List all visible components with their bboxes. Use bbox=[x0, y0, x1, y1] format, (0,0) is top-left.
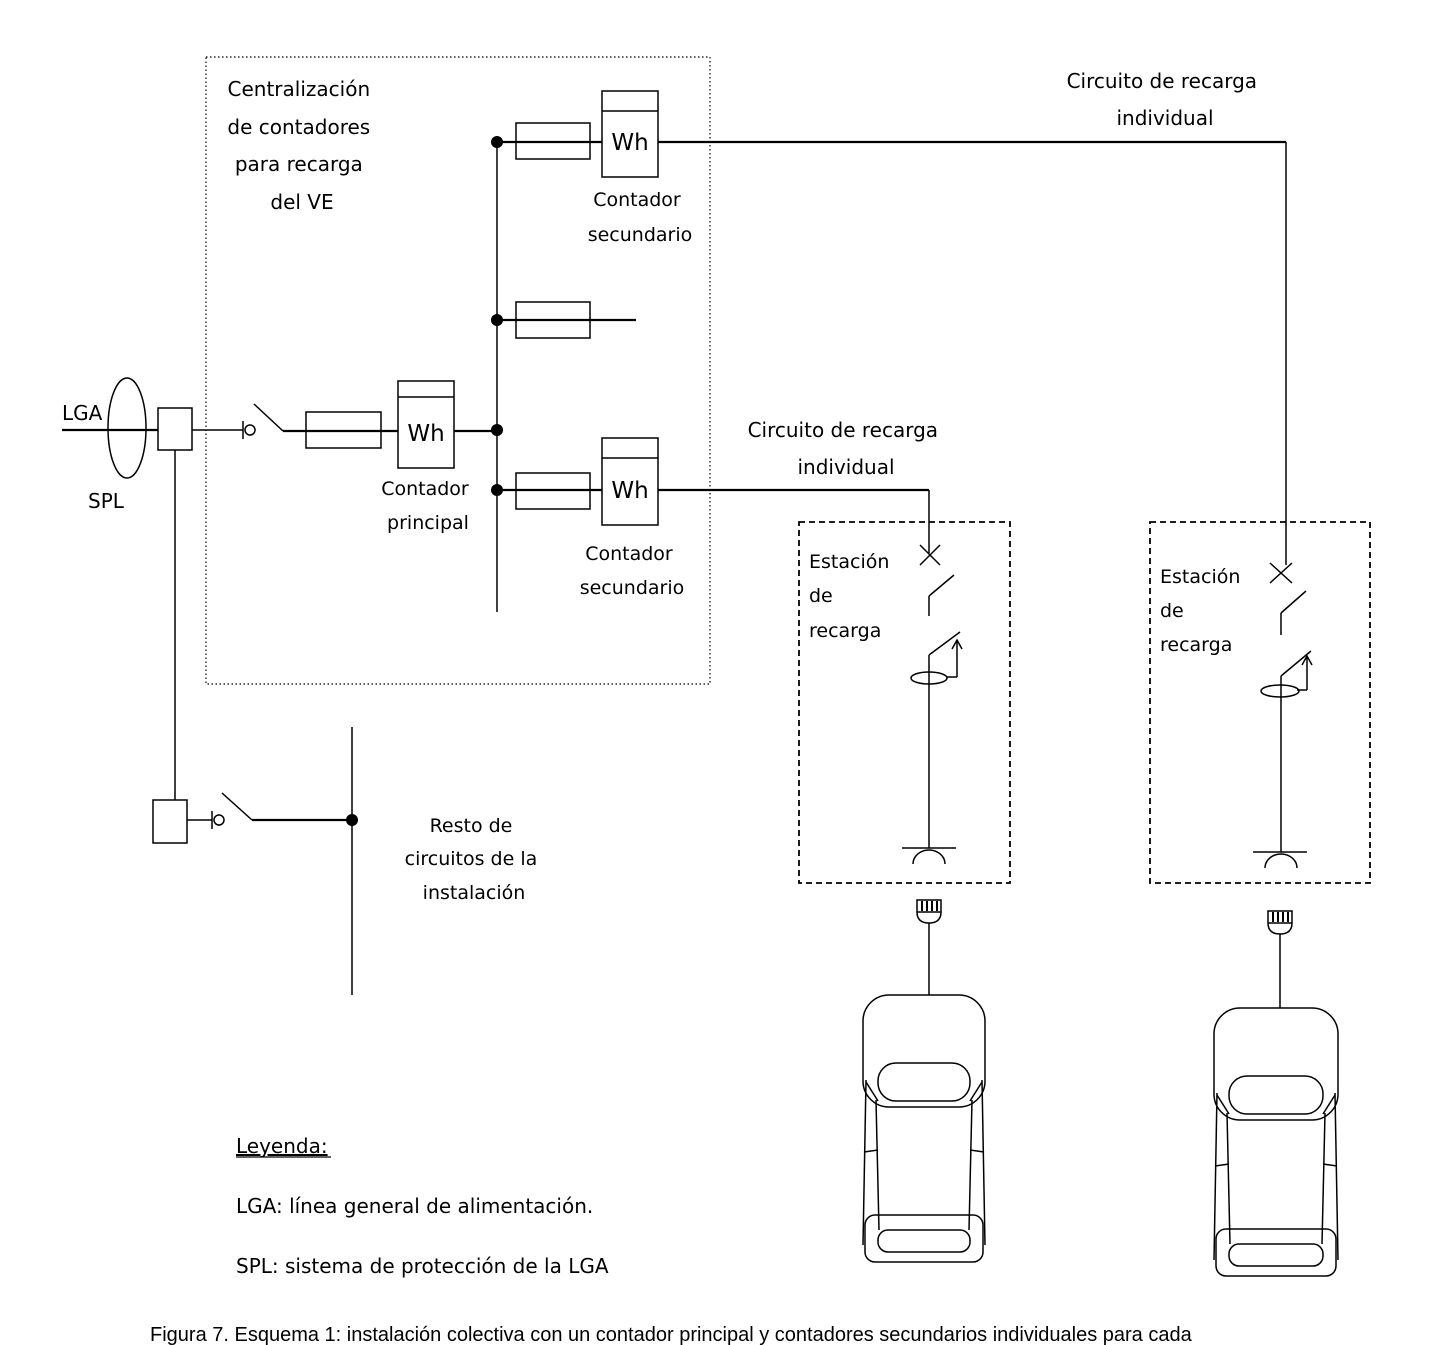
legend-item-lga: LGA: línea general de alimentación. bbox=[236, 1194, 593, 1218]
lga-label: LGA bbox=[62, 401, 103, 425]
rest-circuits-label: Resto de circuitos de la instalación bbox=[405, 815, 544, 904]
figure-caption: Figura 7. Esquema 1: instalación colecti… bbox=[150, 1324, 1193, 1345]
station-2-circuit-breaker bbox=[1269, 562, 1293, 584]
centralization-label: Centralización de contadores para recarg… bbox=[227, 77, 376, 214]
main-switch bbox=[242, 403, 284, 439]
station-2-plug-icon bbox=[1267, 910, 1293, 1008]
svg-text:Wh: Wh bbox=[611, 478, 648, 504]
legend-item-spl: SPL: sistema de protección de la LGA bbox=[236, 1254, 609, 1278]
svg-text:Wh: Wh bbox=[407, 421, 444, 447]
station-2-switch bbox=[1280, 590, 1307, 635]
spare-branch-fuse bbox=[515, 301, 591, 339]
lga-feeder: LGA bbox=[62, 401, 158, 432]
svg-text:Wh: Wh bbox=[611, 130, 648, 156]
electric-vehicle-2-icon bbox=[1213, 1007, 1339, 1277]
station-1-socket bbox=[902, 847, 956, 865]
station-2-socket bbox=[1253, 851, 1307, 869]
charging-station-2 bbox=[1149, 521, 1371, 884]
spl-ring bbox=[107, 377, 147, 479]
station-1-differential bbox=[910, 631, 963, 848]
circuit-mid-label: Circuito de recarga individual bbox=[748, 418, 945, 479]
main-meter: Wh bbox=[397, 380, 455, 469]
station-1-label: Estación de recarga bbox=[809, 551, 895, 642]
bottom-branch-fuse bbox=[515, 472, 591, 510]
station-2-label: Estación de recarga bbox=[1160, 566, 1246, 656]
legend-title: Leyenda: bbox=[236, 1134, 328, 1158]
station-1-circuit-breaker bbox=[919, 544, 941, 566]
rest-protection-box bbox=[152, 799, 188, 844]
secondary-meter-bottom-label: Contador secundario bbox=[580, 543, 685, 599]
meter-centralization-enclosure bbox=[205, 56, 711, 685]
secondary-meter-top: Wh bbox=[601, 90, 659, 178]
spl-label: SPL bbox=[88, 489, 125, 513]
station-1-plug-icon bbox=[916, 899, 942, 995]
secondary-meter-bottom: Wh bbox=[601, 437, 659, 526]
rest-switch bbox=[211, 792, 253, 829]
top-branch-fuse bbox=[515, 122, 591, 160]
circuit-top-label: Circuito de recarga individual bbox=[1067, 69, 1264, 130]
station-1-switch bbox=[928, 574, 955, 616]
charging-station-1 bbox=[798, 521, 1011, 884]
main-fuse bbox=[305, 411, 382, 449]
spl-protection-box bbox=[157, 407, 193, 451]
secondary-meter-top-label: Contador secundario bbox=[588, 189, 693, 246]
electric-vehicle-1-icon bbox=[862, 994, 986, 1263]
main-meter-label: Contador principal bbox=[381, 478, 475, 534]
station-2-differential bbox=[1260, 650, 1313, 852]
